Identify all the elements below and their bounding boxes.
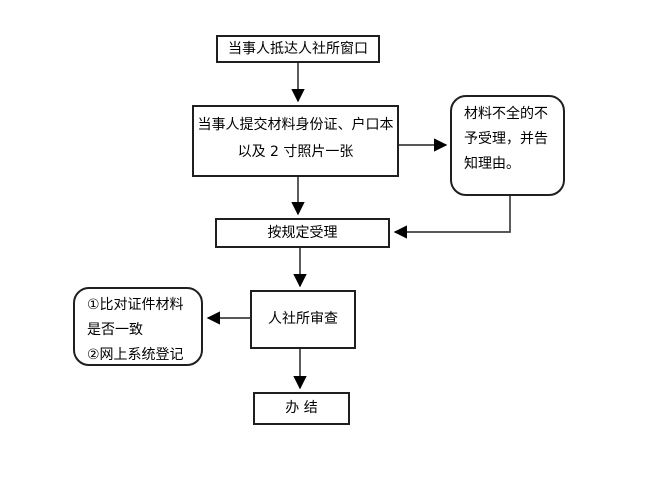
node-submit-label-line1: 当事人提交材料身份证、户口本 (197, 117, 394, 133)
node-arrive-label: 当事人抵达人社所窗口 (228, 40, 368, 57)
node-review-label: 人社所审查 (268, 311, 338, 327)
node-review: 人社所审查 (250, 290, 356, 349)
node-reject-note: 材料不全的不 予受理，并告 知理由。 (450, 95, 565, 196)
node-done: 办 结 (253, 392, 350, 425)
node-check-label-line2: 是否一致 (87, 322, 143, 338)
node-done-label: 办 结 (285, 400, 318, 416)
node-submit-label-line2: 以及 2 寸照片一张 (237, 144, 354, 160)
node-reject-label-line2: 予受理，并告 (464, 131, 548, 147)
node-arrive-window: 当事人抵达人社所窗口 (216, 35, 380, 63)
node-reject-label-line1: 材料不全的不 (464, 106, 548, 122)
node-accept-label: 按规定受理 (267, 224, 338, 241)
node-accept: 按规定受理 (215, 218, 390, 248)
node-check-note: ①比对证件材料 是否一致 ②网上系统登记 (73, 287, 203, 366)
node-submit-materials: 当事人提交材料身份证、户口本 以及 2 寸照片一张 (192, 105, 399, 177)
node-check-label-line3: ②网上系统登记 (87, 347, 184, 363)
arrow-reject-to-accept (393, 196, 511, 239)
node-reject-label-line3: 知理由。 (464, 156, 520, 172)
node-check-label-line1: ①比对证件材料 (87, 297, 184, 313)
